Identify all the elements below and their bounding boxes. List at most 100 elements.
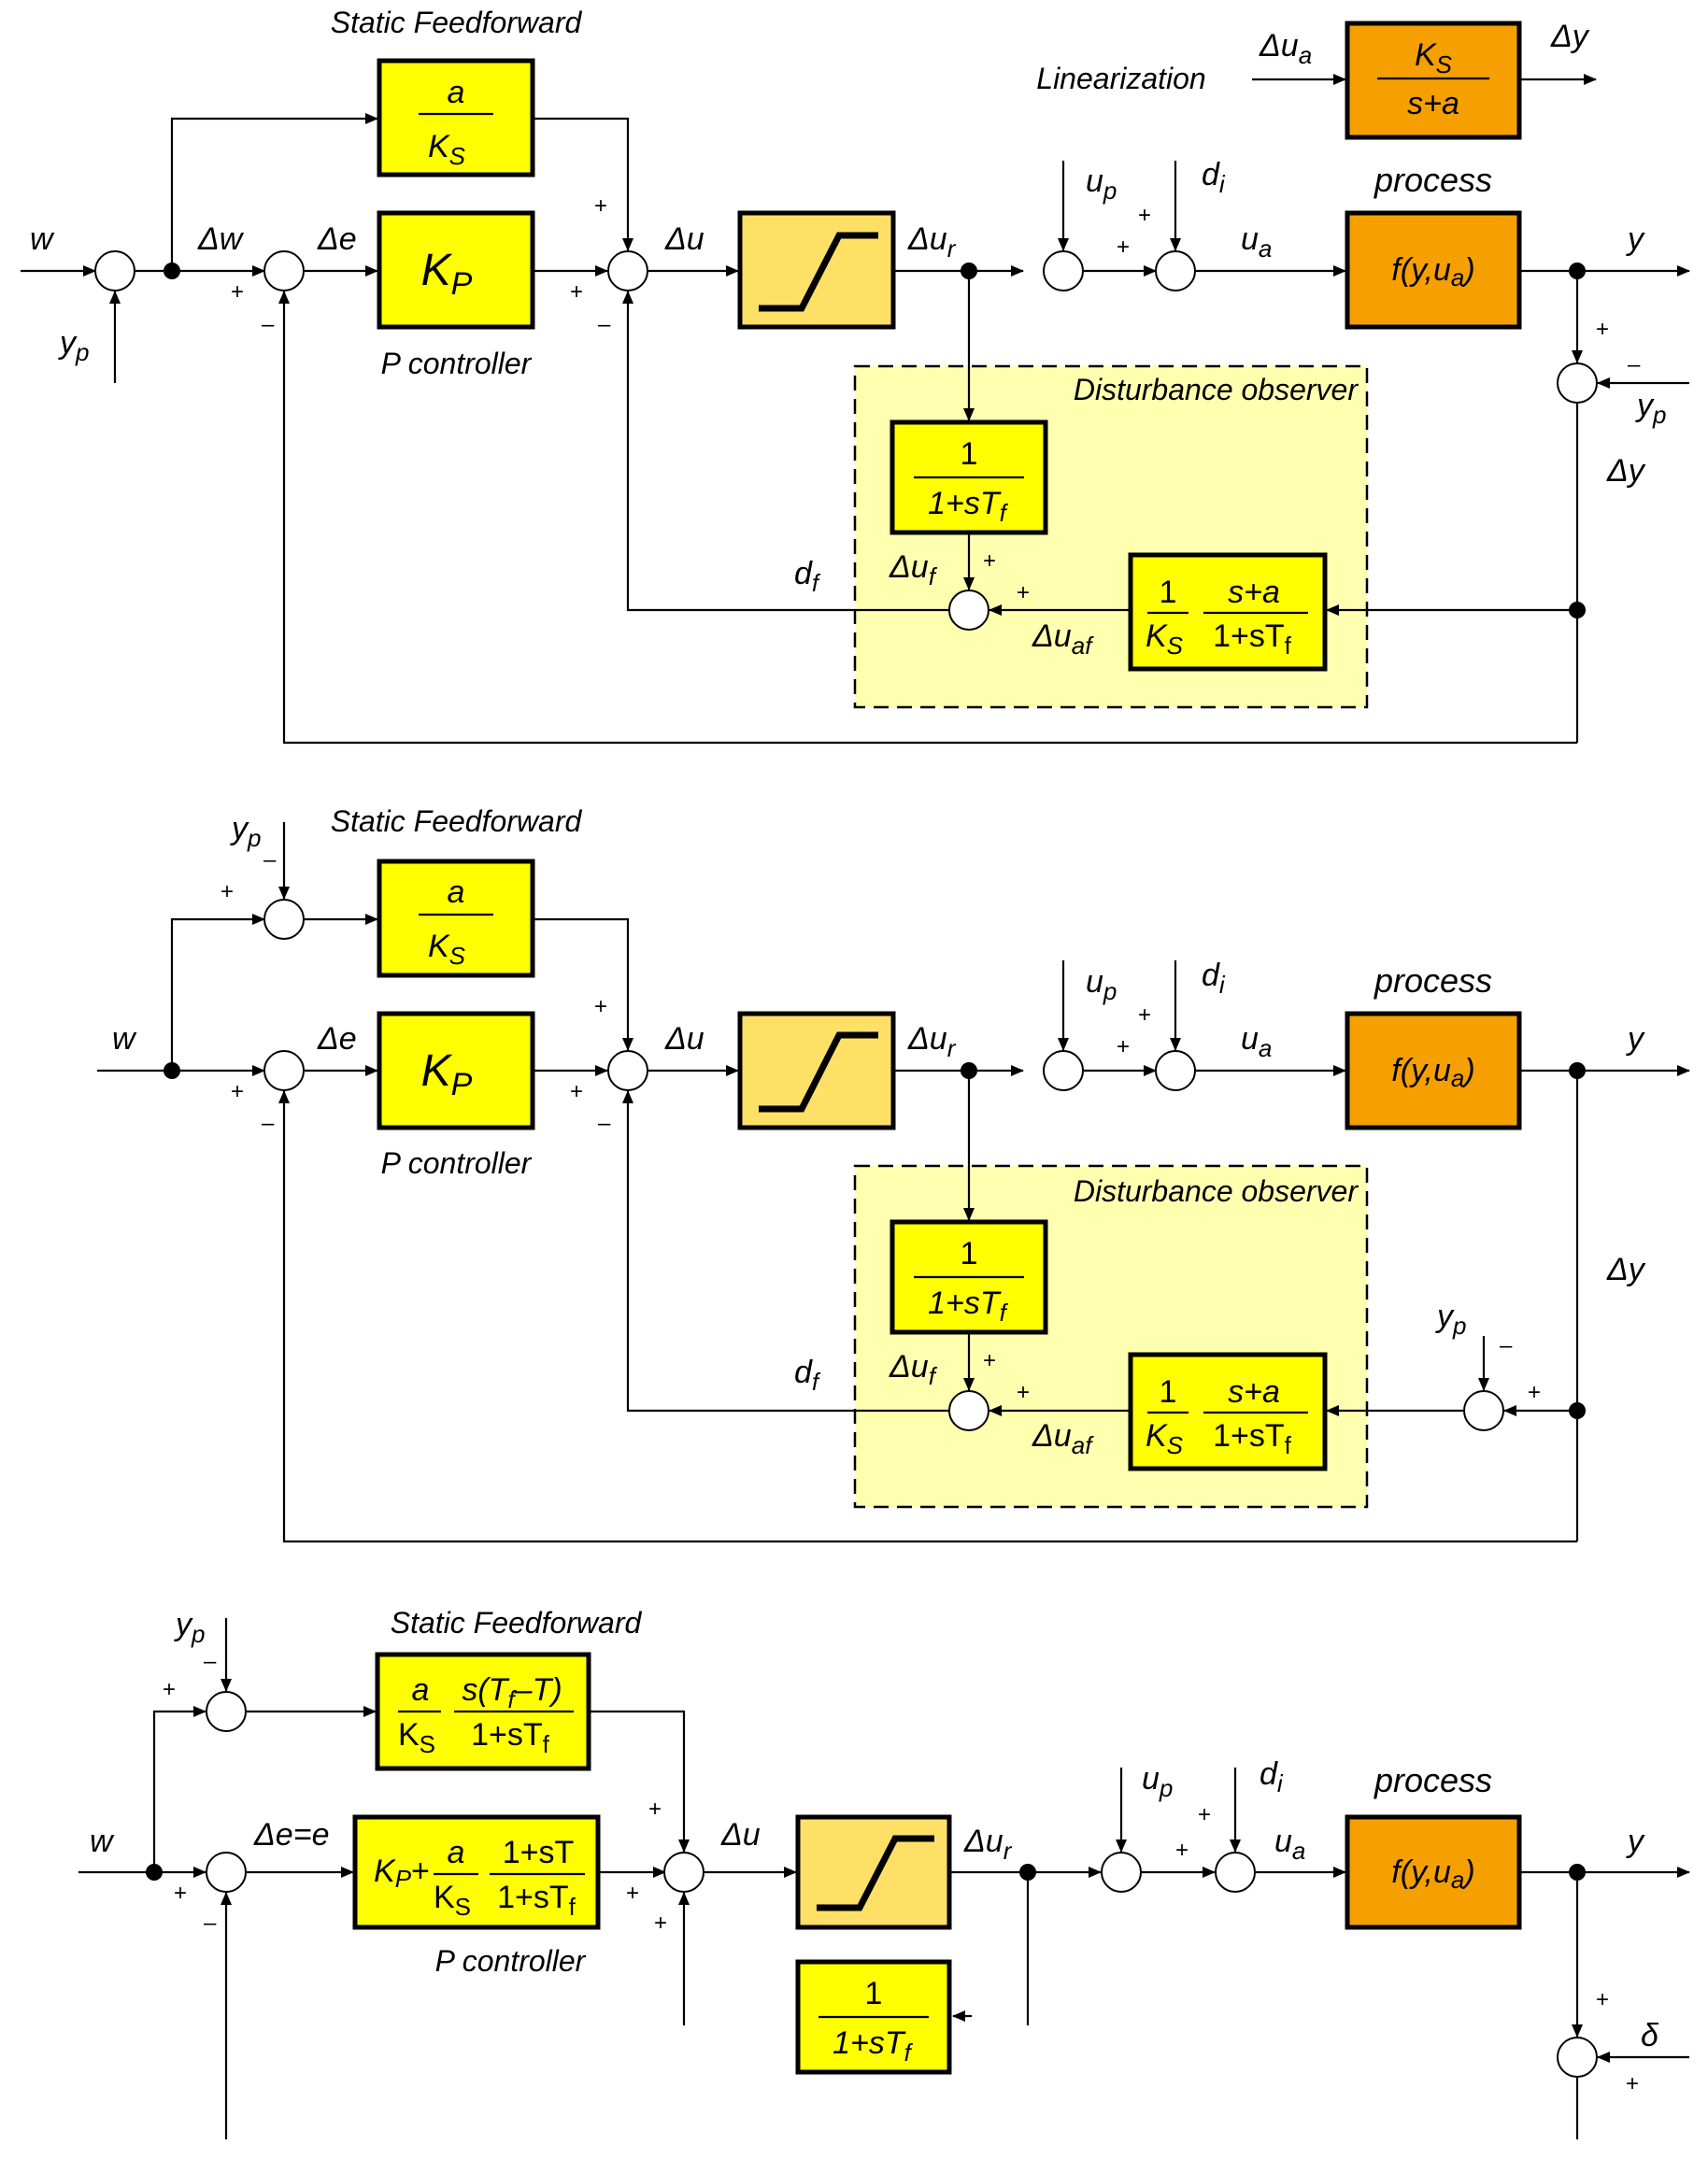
filter-num: 1	[961, 1236, 978, 1271]
p-gain-text: KP	[421, 1046, 473, 1102]
sign-plus: +	[1626, 2071, 1639, 2096]
signal-duf: Δuf	[889, 1349, 938, 1390]
signal-de: Δe=e	[253, 1817, 329, 1853]
signal-duf: Δuf	[889, 549, 938, 590]
disturbance-observer-label: Disturbance observer	[1074, 1174, 1359, 1208]
sign-plus: +	[174, 1881, 187, 1906]
inverse-num2: s+a	[1228, 575, 1280, 610]
linearization-in-label: Δua	[1259, 28, 1312, 69]
process-function: f(y,ua)	[1391, 252, 1474, 291]
summing-junction	[1043, 250, 1084, 291]
sign-minus: –	[204, 1649, 217, 1674]
inverse-num2: s+a	[1228, 1374, 1280, 1410]
feedforward-num: a	[448, 75, 465, 110]
process-function: f(y,ua)	[1391, 1854, 1474, 1894]
sign-plus: +	[1117, 234, 1130, 260]
ctrl-kp: KP+	[374, 1854, 430, 1893]
signal-yp: yp	[1435, 1299, 1466, 1340]
signal-du: Δu	[664, 1021, 705, 1057]
ff-ks: KS	[398, 1717, 435, 1758]
feedforward-block	[377, 859, 535, 978]
inverse-den1: KS	[1146, 1418, 1184, 1459]
sign-plus: +	[594, 994, 607, 1019]
filter-den: 1+sTf	[833, 2025, 914, 2067]
process-block	[1345, 1814, 1522, 1930]
signal-y: y	[1626, 1021, 1645, 1057]
signal-dy: Δy	[1606, 1252, 1646, 1287]
signal-df: df	[794, 1355, 821, 1396]
diagram-3: a KS s(Tf–T) 1+sTf Static Feedforward KP…	[78, 1606, 1690, 2139]
diagram-1: Disturbance observer	[21, 6, 1690, 745]
summing-junction	[94, 250, 135, 291]
summing-junction	[1557, 362, 1598, 404]
inverse-num1: 1	[1160, 1374, 1177, 1410]
sign-plus: +	[1017, 580, 1030, 605]
signal-w: w	[112, 1021, 137, 1057]
branch-dot	[146, 1864, 163, 1881]
branch-dot	[1569, 1864, 1586, 1881]
branch-dot	[1569, 263, 1586, 279]
sign-plus: +	[648, 1797, 662, 1822]
summing-junction	[1155, 1050, 1196, 1091]
process-block	[1345, 1011, 1522, 1130]
branch-dot	[1569, 1402, 1586, 1419]
summing-junction	[663, 1852, 705, 1893]
sign-plus: +	[570, 1079, 583, 1104]
summing-junction	[948, 589, 989, 631]
sign-plus: +	[221, 879, 234, 904]
inverse-den2: 1+sTf	[1213, 1418, 1292, 1459]
feedforward-num: a	[448, 874, 465, 910]
signal-du: Δu	[664, 221, 705, 257]
ff-a: a	[412, 1672, 430, 1708]
feedforward-block	[377, 58, 535, 178]
signal-di: di	[1260, 1756, 1284, 1797]
controller-block	[352, 1814, 601, 1930]
sign-plus: +	[1175, 1838, 1188, 1863]
signal-dw: Δw	[197, 221, 245, 257]
signal-w: w	[90, 1824, 115, 1859]
process-label: process	[1374, 961, 1492, 1000]
sign-plus: +	[1528, 1380, 1541, 1405]
branch-dot	[1019, 1864, 1036, 1881]
ctrl-a: a	[448, 1835, 465, 1870]
filter-den: 1+sTf	[928, 486, 1009, 527]
sign-plus: +	[983, 548, 996, 574]
sign-plus: +	[1596, 1987, 1609, 2012]
summing-junction	[263, 250, 305, 291]
p-controller-label: P controller	[381, 1146, 533, 1180]
signal-dur: Δur	[907, 1021, 957, 1062]
sign-plus: +	[231, 1079, 244, 1104]
linearization-out-label: Δy	[1550, 19, 1590, 54]
process-label: process	[1374, 1761, 1492, 1799]
static-feedforward-label: Static Feedforward	[331, 6, 583, 39]
signal-di: di	[1202, 157, 1226, 198]
ff-den2: 1+sTf	[471, 1717, 550, 1758]
p-gain-block	[377, 210, 535, 330]
summing-junction	[1101, 1852, 1142, 1893]
sign-minus: –	[598, 312, 611, 337]
sign-plus: +	[1017, 1380, 1030, 1405]
inverse-num1: 1	[1160, 575, 1177, 610]
process-function: f(y,ua)	[1391, 1053, 1474, 1092]
signal-y: y	[1626, 221, 1645, 257]
signal-up: up	[1142, 1761, 1173, 1802]
inverse-den2: 1+sTf	[1213, 618, 1292, 660]
sign-minus: –	[598, 1111, 611, 1136]
sign-plus: +	[594, 193, 607, 219]
branch-dot	[961, 1062, 977, 1079]
signal-ua: ua	[1241, 1021, 1272, 1062]
inverse-den1: KS	[1146, 618, 1184, 660]
sign-minus: –	[263, 847, 277, 873]
summing-junction	[1557, 2037, 1598, 2078]
signal-ua: ua	[1241, 221, 1272, 263]
disturbance-observer-label: Disturbance observer	[1074, 373, 1359, 406]
branch-dot	[961, 263, 977, 279]
sign-minus: –	[1500, 1333, 1513, 1358]
signal-duaf: Δuaf	[1032, 618, 1094, 660]
summing-junction	[948, 1390, 989, 1431]
p-gain-text: KP	[421, 246, 473, 302]
signal-dur: Δur	[907, 221, 957, 263]
sign-minus: –	[262, 1111, 275, 1136]
p-controller-label: P controller	[381, 347, 533, 380]
summing-junction	[263, 1050, 305, 1091]
